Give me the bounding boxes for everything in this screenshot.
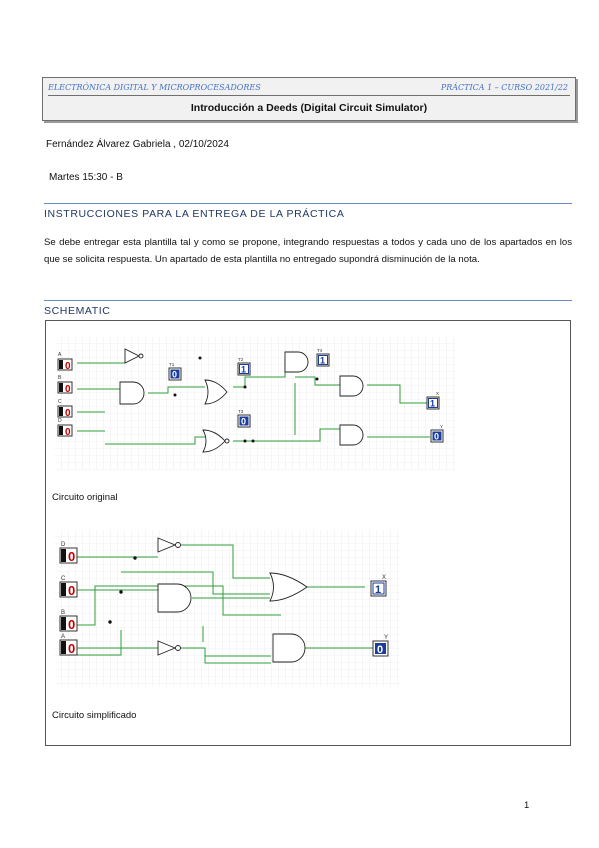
simplified-input-a-label: A (61, 634, 65, 640)
simplified-inputs: 0D 0C 0B 0A (59, 542, 78, 656)
simplified-input-a-value: 0 (68, 641, 75, 656)
simplified-output-x-label: X (382, 575, 386, 581)
original-probe-t4-label: T4 (317, 348, 323, 353)
header-course: ELECTRÓNICA DIGITAL Y MICROPROCESADORES (48, 83, 261, 92)
original-probe-t4-value: 1 (320, 356, 325, 366)
original-caption: Circuito original (52, 492, 118, 503)
simplified-input-b-label: B (61, 610, 65, 616)
original-output-y-label: Y (440, 424, 443, 429)
original-input-a-value: 0 (65, 361, 71, 372)
instructions-body: Se debe entregar esta plantilla tal y co… (44, 237, 572, 265)
simplified-output-x-value: 1 (375, 584, 381, 596)
simplified-output-y-value: 0 (377, 644, 383, 656)
original-outputs: 1X 0Y (426, 391, 444, 443)
simplified-input-d-label: D (61, 542, 66, 548)
simplified-input-d-value: 0 (68, 549, 75, 564)
original-input-d-label: D (58, 418, 62, 424)
original-input-b-value: 0 (65, 384, 71, 395)
simplified-output-y-label: Y (384, 635, 388, 641)
document-header: ELECTRÓNICA DIGITAL Y MICROPROCESADORES … (42, 77, 576, 121)
original-probe-t2-value: 1 (241, 365, 246, 375)
schematic-box (45, 320, 571, 746)
original-input-d-value: 0 (65, 427, 71, 438)
document-title: Introducción a Deeds (Digital Circuit Si… (190, 102, 428, 114)
original-output-x-value: 1 (430, 399, 435, 409)
header-top-bar: ELECTRÓNICA DIGITAL Y MICROPROCESADORES … (48, 81, 570, 96)
instructions-rule (44, 203, 572, 204)
original-output-x-label: X (436, 391, 439, 396)
original-inputs: 0A 0B 0C 0D (57, 352, 73, 438)
schematic-heading: SCHEMATIC (44, 305, 111, 317)
original-probe-t2-label: T2 (238, 357, 244, 362)
original-input-a-label: A (58, 352, 62, 358)
original-input-b-label: B (58, 375, 62, 381)
original-probe-t1-label: T1 (169, 362, 175, 367)
original-probe-t1-value: 0 (172, 370, 177, 380)
original-circuit: 0A 0B 0C 0D 0T1 1T2 0T3 1T4 1X 0Y (55, 337, 455, 470)
original-output-y-value: 0 (434, 432, 439, 442)
original-probes: 0T1 1T2 0T3 1T4 (168, 348, 330, 428)
instructions-heading: INSTRUCCIONES PARA LA ENTREGA DE LA PRÁC… (44, 208, 345, 220)
simplified-circuit: 0D 0C 0B 0A 1X 0Y (55, 530, 400, 687)
author-line: Fernández Álvarez Gabriela , 02/10/2024 (46, 139, 229, 150)
simplified-input-c-value: 0 (68, 583, 75, 598)
simplified-caption: Circuito simplificado (52, 710, 137, 721)
simplified-outputs: 1X 0Y (370, 575, 389, 657)
original-probe-t3-value: 0 (241, 417, 246, 427)
original-input-c-value: 0 (65, 408, 71, 419)
simplified-input-b-value: 0 (68, 617, 75, 632)
page-number: 1 (524, 800, 530, 811)
original-probe-t3-label: T3 (238, 409, 244, 414)
header-practice: PRÁCTICA 1 – CURSO 2021/22 (440, 83, 568, 92)
schematic-rule (44, 300, 572, 301)
group-line: Martes 15:30 - B (49, 172, 123, 183)
original-input-c-label: C (58, 399, 62, 405)
simplified-input-c-label: C (61, 576, 66, 582)
